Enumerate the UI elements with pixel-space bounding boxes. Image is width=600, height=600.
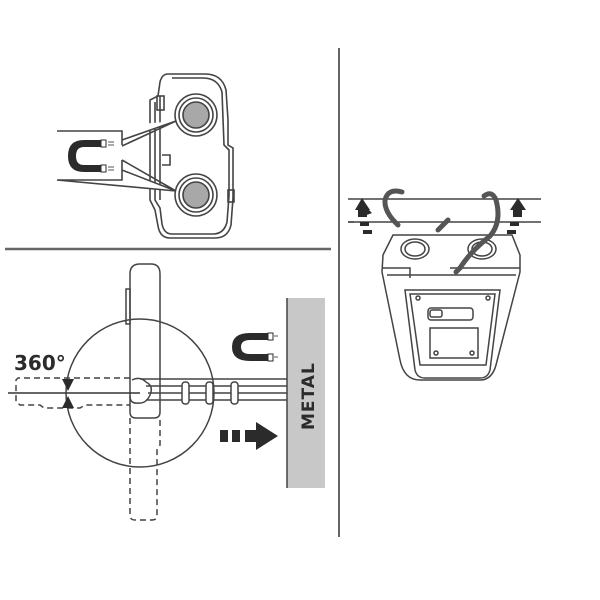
rotation-arrow-icon <box>62 379 74 408</box>
magnet-top <box>174 93 218 137</box>
attach-arrow-icon <box>220 422 278 450</box>
lift-arrow-left-icon <box>355 198 372 234</box>
rotation-label: 360° <box>14 351 66 375</box>
magnet-icon <box>68 139 114 173</box>
magnet-icon-metal <box>232 332 278 362</box>
metal-surface <box>286 298 325 488</box>
magnet-callout <box>56 120 177 192</box>
hook-right-icon <box>453 191 501 275</box>
magnet-bottom <box>174 173 218 217</box>
panel-magnetic-base <box>56 73 235 239</box>
metal-label: METAL <box>299 362 319 430</box>
usb-port <box>427 307 474 321</box>
panel-rotation <box>8 263 287 521</box>
hook-left-icon <box>382 188 451 233</box>
lift-arrow-right-icon <box>507 198 526 234</box>
